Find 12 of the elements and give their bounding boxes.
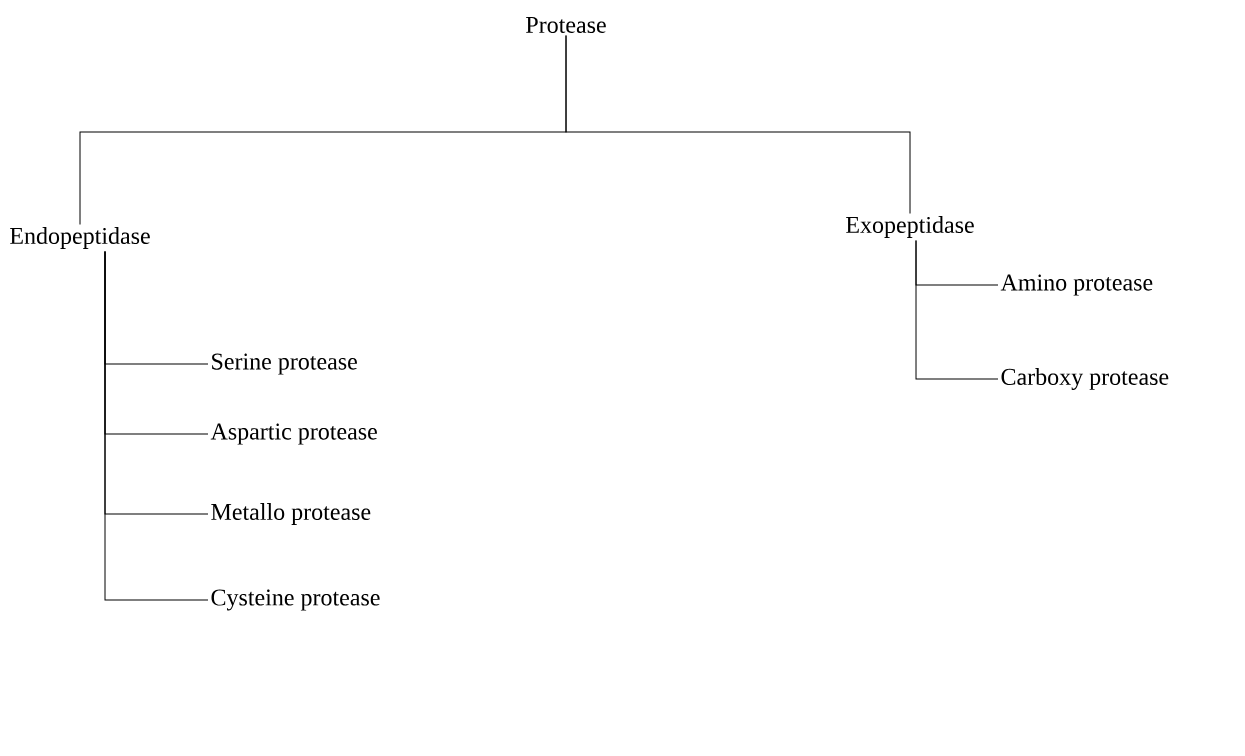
connector-line [104, 250, 209, 601]
connector-line [915, 239, 999, 380]
tree-label: Endopeptidase [10, 227, 150, 249]
tree-label: Amino protease [1000, 274, 1153, 296]
tree-label: Protease [526, 17, 606, 33]
tree-label: Exopeptidase [846, 216, 974, 238]
connector-line [565, 35, 911, 215]
tree-label: Aspartic protease [210, 423, 377, 445]
tree-label: Metallo protease [211, 503, 371, 525]
tree-label: Serine protease [212, 353, 357, 375]
tree-label: Cysteine protease [211, 589, 380, 611]
tree-label: Carboxy protease [1001, 368, 1169, 390]
